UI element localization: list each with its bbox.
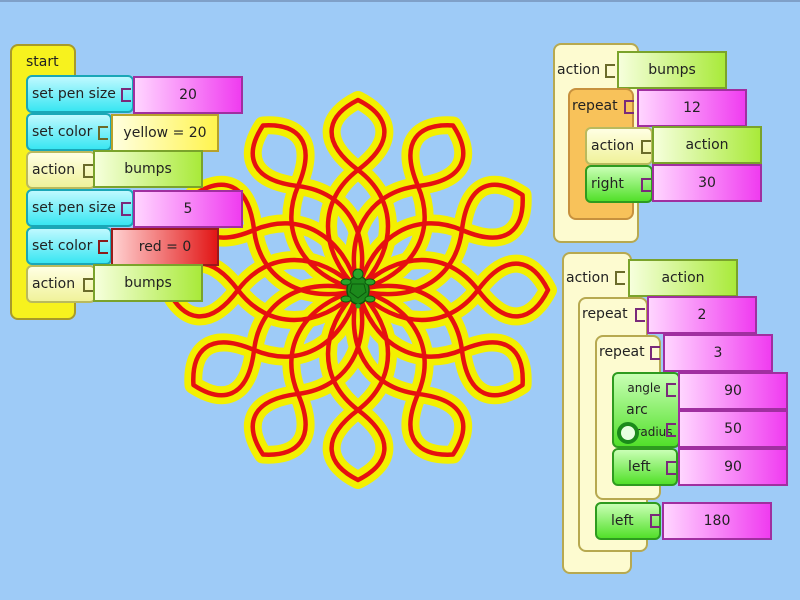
set-color-label: set color bbox=[32, 124, 93, 140]
action-name-bumps-hat[interactable]: bumps bbox=[617, 51, 727, 89]
window-top-border bbox=[0, 0, 800, 2]
arg-connector bbox=[83, 278, 93, 292]
arc-radius-value[interactable]: 50 bbox=[678, 410, 788, 448]
red-petal bbox=[250, 123, 365, 293]
arg-connector bbox=[83, 164, 93, 178]
arc-radius-label: radius bbox=[635, 425, 673, 439]
red-petal bbox=[325, 97, 391, 293]
arc-angle-value[interactable]: 90 bbox=[678, 372, 788, 410]
action-name-action-hat[interactable]: action bbox=[628, 259, 738, 297]
pen-size-value[interactable]: 20 bbox=[133, 76, 243, 114]
color-value-yellow[interactable]: yellow = 20 bbox=[111, 114, 219, 152]
action-hat-label: action bbox=[557, 62, 601, 78]
repeat-count-2[interactable]: 2 bbox=[647, 296, 757, 334]
arg-connector bbox=[641, 178, 651, 192]
arg-connector bbox=[666, 461, 676, 475]
start-label: start bbox=[26, 54, 59, 70]
right-label: right bbox=[591, 176, 624, 192]
red-petals bbox=[165, 97, 551, 483]
repeat-label: repeat bbox=[582, 306, 628, 322]
arg-connector bbox=[635, 308, 645, 322]
arc-run-indicator-icon bbox=[617, 422, 639, 444]
action-label: action bbox=[32, 162, 76, 178]
left-label: left bbox=[628, 459, 651, 475]
left-90-block[interactable]: left bbox=[612, 448, 678, 486]
arg-connector bbox=[666, 423, 676, 437]
color-value-red[interactable]: red = 0 bbox=[111, 228, 219, 266]
action-action-block[interactable]: action bbox=[585, 127, 653, 165]
left-label: left bbox=[611, 513, 634, 529]
action-bumps-block[interactable]: action bbox=[26, 151, 96, 189]
arg-connector bbox=[121, 202, 131, 216]
pen-size-value-2[interactable]: 5 bbox=[133, 190, 243, 228]
action-name-action[interactable]: action bbox=[652, 126, 762, 164]
repeat-label: repeat bbox=[572, 98, 618, 114]
red-petal bbox=[325, 287, 391, 483]
arg-connector bbox=[650, 514, 660, 528]
set-pen-size-label: set pen size bbox=[32, 200, 116, 216]
arg-connector bbox=[624, 100, 634, 114]
arg-connector bbox=[666, 383, 676, 397]
arg-connector bbox=[98, 240, 108, 254]
red-petal bbox=[351, 287, 466, 457]
action-label: action bbox=[591, 138, 635, 154]
set-color-label: set color bbox=[32, 238, 93, 254]
red-petal bbox=[351, 123, 466, 293]
repeat-label: repeat bbox=[599, 344, 645, 360]
arg-connector bbox=[98, 126, 108, 140]
left-degrees-180[interactable]: 180 bbox=[662, 502, 772, 540]
red-petal bbox=[191, 283, 361, 398]
arg-connector bbox=[605, 64, 615, 78]
arg-connector bbox=[121, 88, 131, 102]
red-petal bbox=[250, 287, 365, 457]
turtle-icon bbox=[340, 268, 376, 309]
arg-connector bbox=[641, 140, 651, 154]
red-petal bbox=[355, 257, 551, 323]
set-pen-size-block-2[interactable]: set pen size bbox=[26, 189, 134, 227]
repeat-count-3[interactable]: 3 bbox=[663, 334, 773, 372]
set-pen-size-label: set pen size bbox=[32, 86, 116, 102]
action-label: action bbox=[32, 276, 76, 292]
repeat-count-12[interactable]: 12 bbox=[637, 89, 747, 127]
action-hat-label: action bbox=[566, 270, 610, 286]
arc-label: arc bbox=[626, 402, 648, 418]
arg-connector bbox=[615, 271, 625, 285]
set-pen-size-block[interactable]: set pen size bbox=[26, 75, 134, 113]
arg-connector bbox=[650, 346, 660, 360]
action-name-bumps[interactable]: bumps bbox=[93, 150, 203, 188]
right-degrees-30[interactable]: 30 bbox=[652, 164, 762, 202]
set-color-block[interactable]: set color bbox=[26, 113, 112, 151]
red-petal bbox=[355, 283, 525, 398]
action-name-bumps-2[interactable]: bumps bbox=[93, 264, 203, 302]
red-petal bbox=[355, 182, 525, 297]
arc-angle-label: angle bbox=[627, 381, 661, 395]
left-degrees-90[interactable]: 90 bbox=[678, 448, 788, 486]
